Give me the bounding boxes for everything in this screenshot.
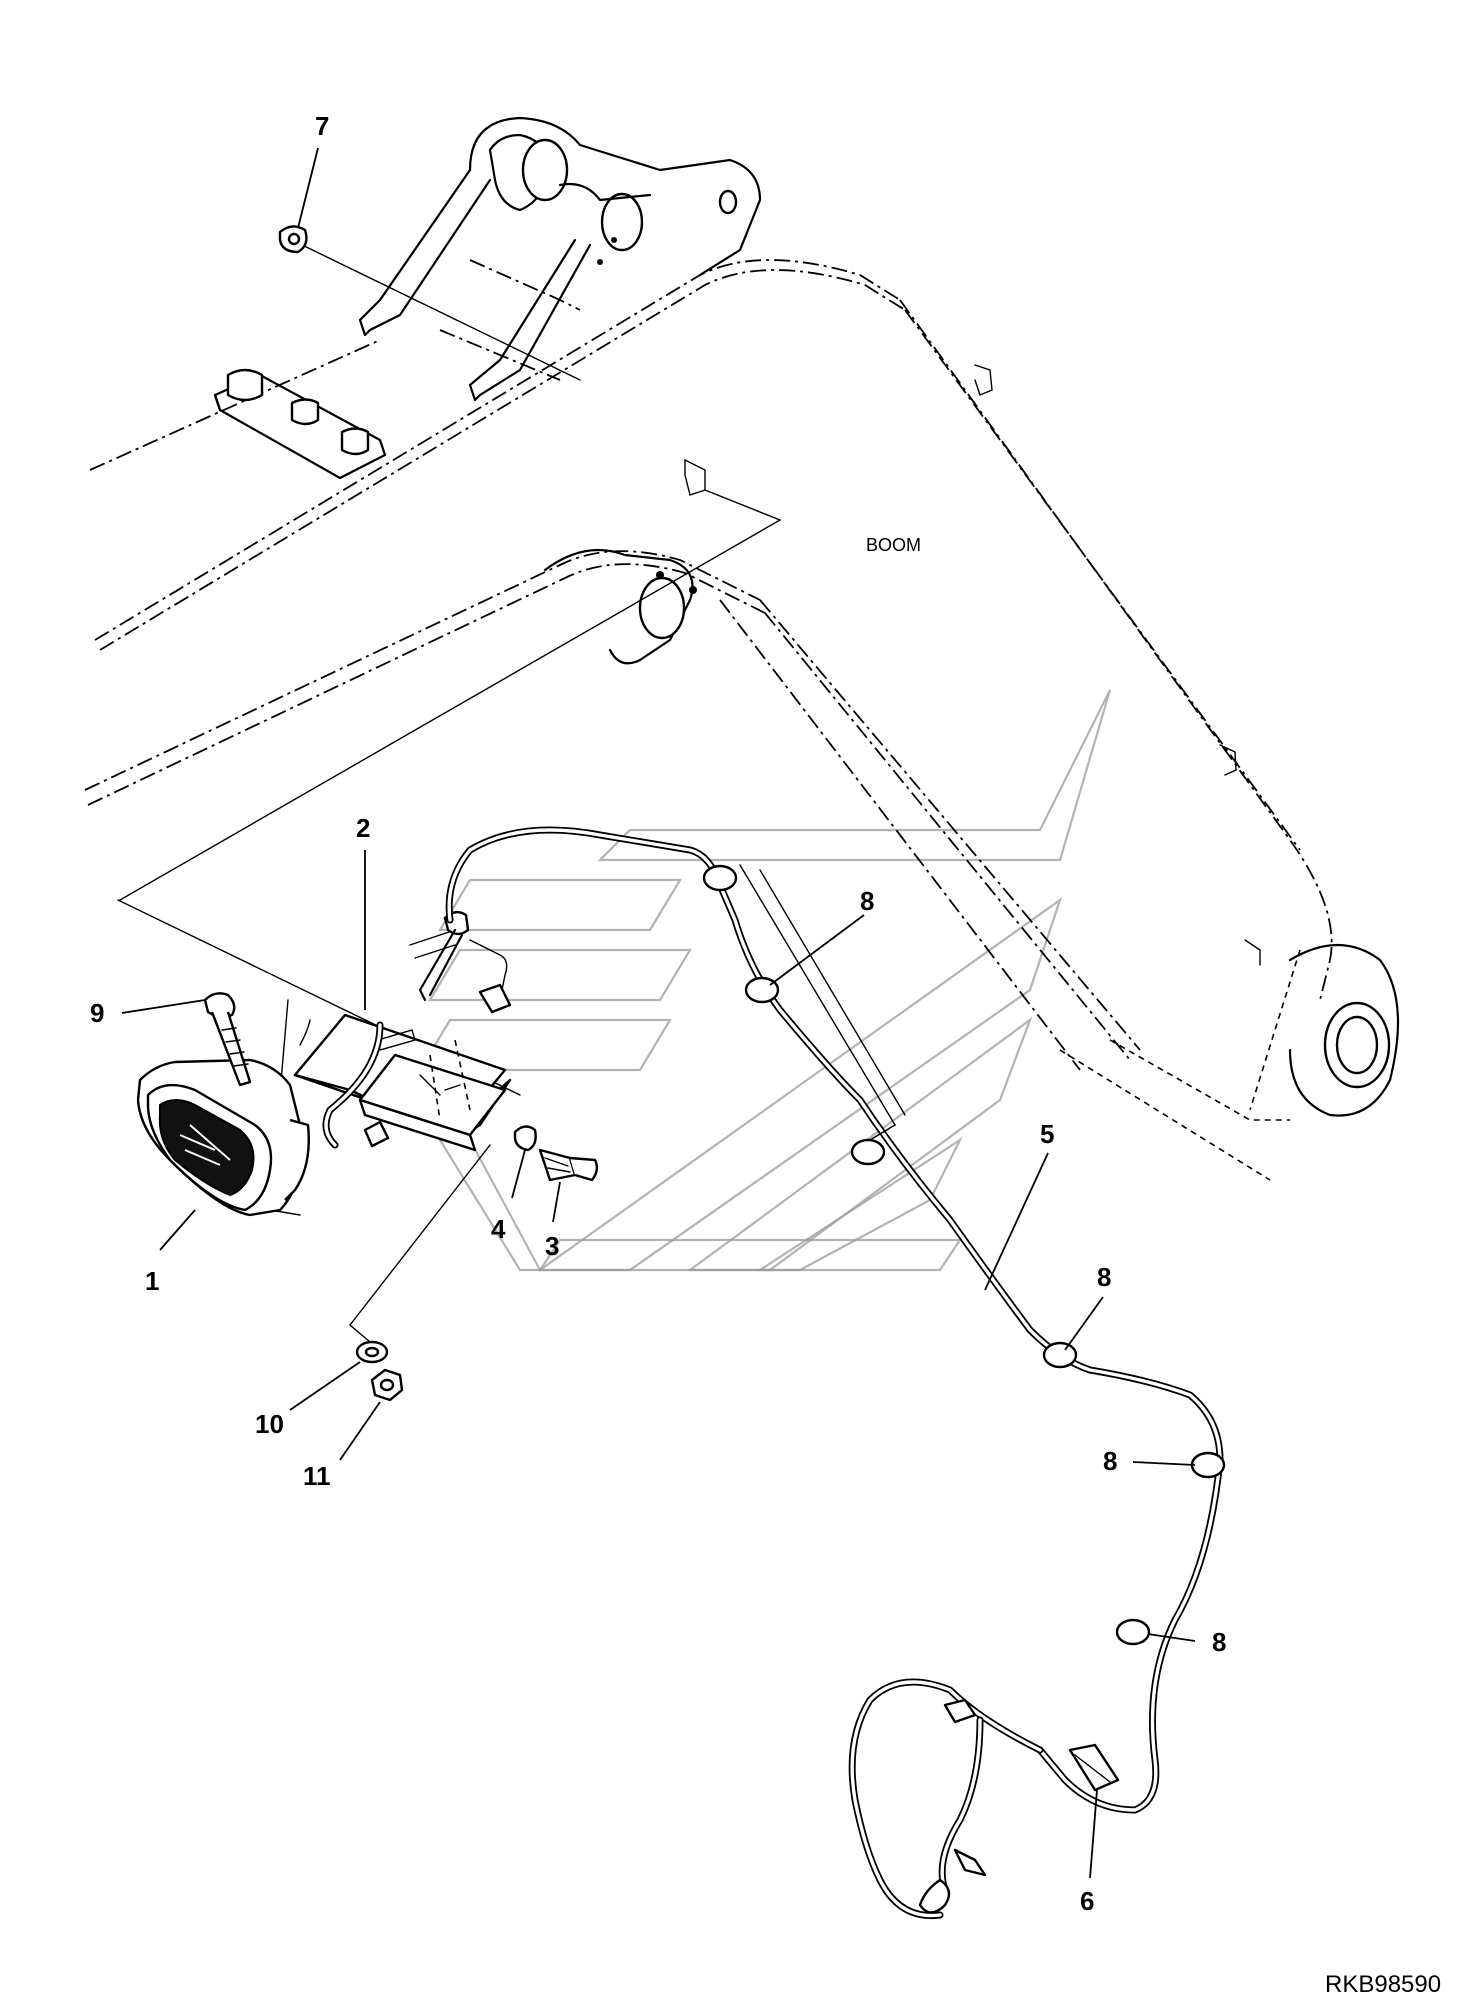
part-1-work-lamp [136, 1058, 310, 1217]
watermark-logo [418, 689, 1112, 1272]
part-10-washer [355, 1340, 389, 1364]
boom-structure [84, 116, 1400, 1181]
part-9-bolt [203, 992, 252, 1087]
callout-10: 10 [255, 1409, 284, 1439]
callout-7: 7 [315, 111, 329, 141]
part-8-clamps [702, 864, 1226, 1646]
boom-label: BOOM [866, 535, 921, 555]
callout-8d: 8 [1212, 1627, 1226, 1657]
part-3-bolt [538, 1148, 599, 1182]
part-5-harness [322, 826, 1224, 1920]
part-4-washer [513, 1125, 537, 1152]
part-11-nut [370, 1368, 404, 1402]
callout-3: 3 [545, 1231, 559, 1261]
part-6-tie [1068, 1743, 1120, 1792]
callout-4: 4 [491, 1214, 506, 1244]
callout-2: 2 [356, 813, 370, 843]
callout-1: 1 [145, 1266, 159, 1296]
drawing-code: RKB98590 [1325, 1971, 1441, 1998]
callout-6: 6 [1080, 1886, 1094, 1916]
callout-8a: 8 [860, 886, 874, 916]
part-7-clip [278, 225, 308, 254]
callout-5: 5 [1040, 1119, 1054, 1149]
callout-leaders [121, 147, 1196, 1879]
callout-8c: 8 [1103, 1446, 1117, 1476]
callout-9: 9 [90, 998, 104, 1028]
callout-11: 11 [303, 1461, 331, 1491]
callout-8b: 8 [1097, 1262, 1111, 1292]
